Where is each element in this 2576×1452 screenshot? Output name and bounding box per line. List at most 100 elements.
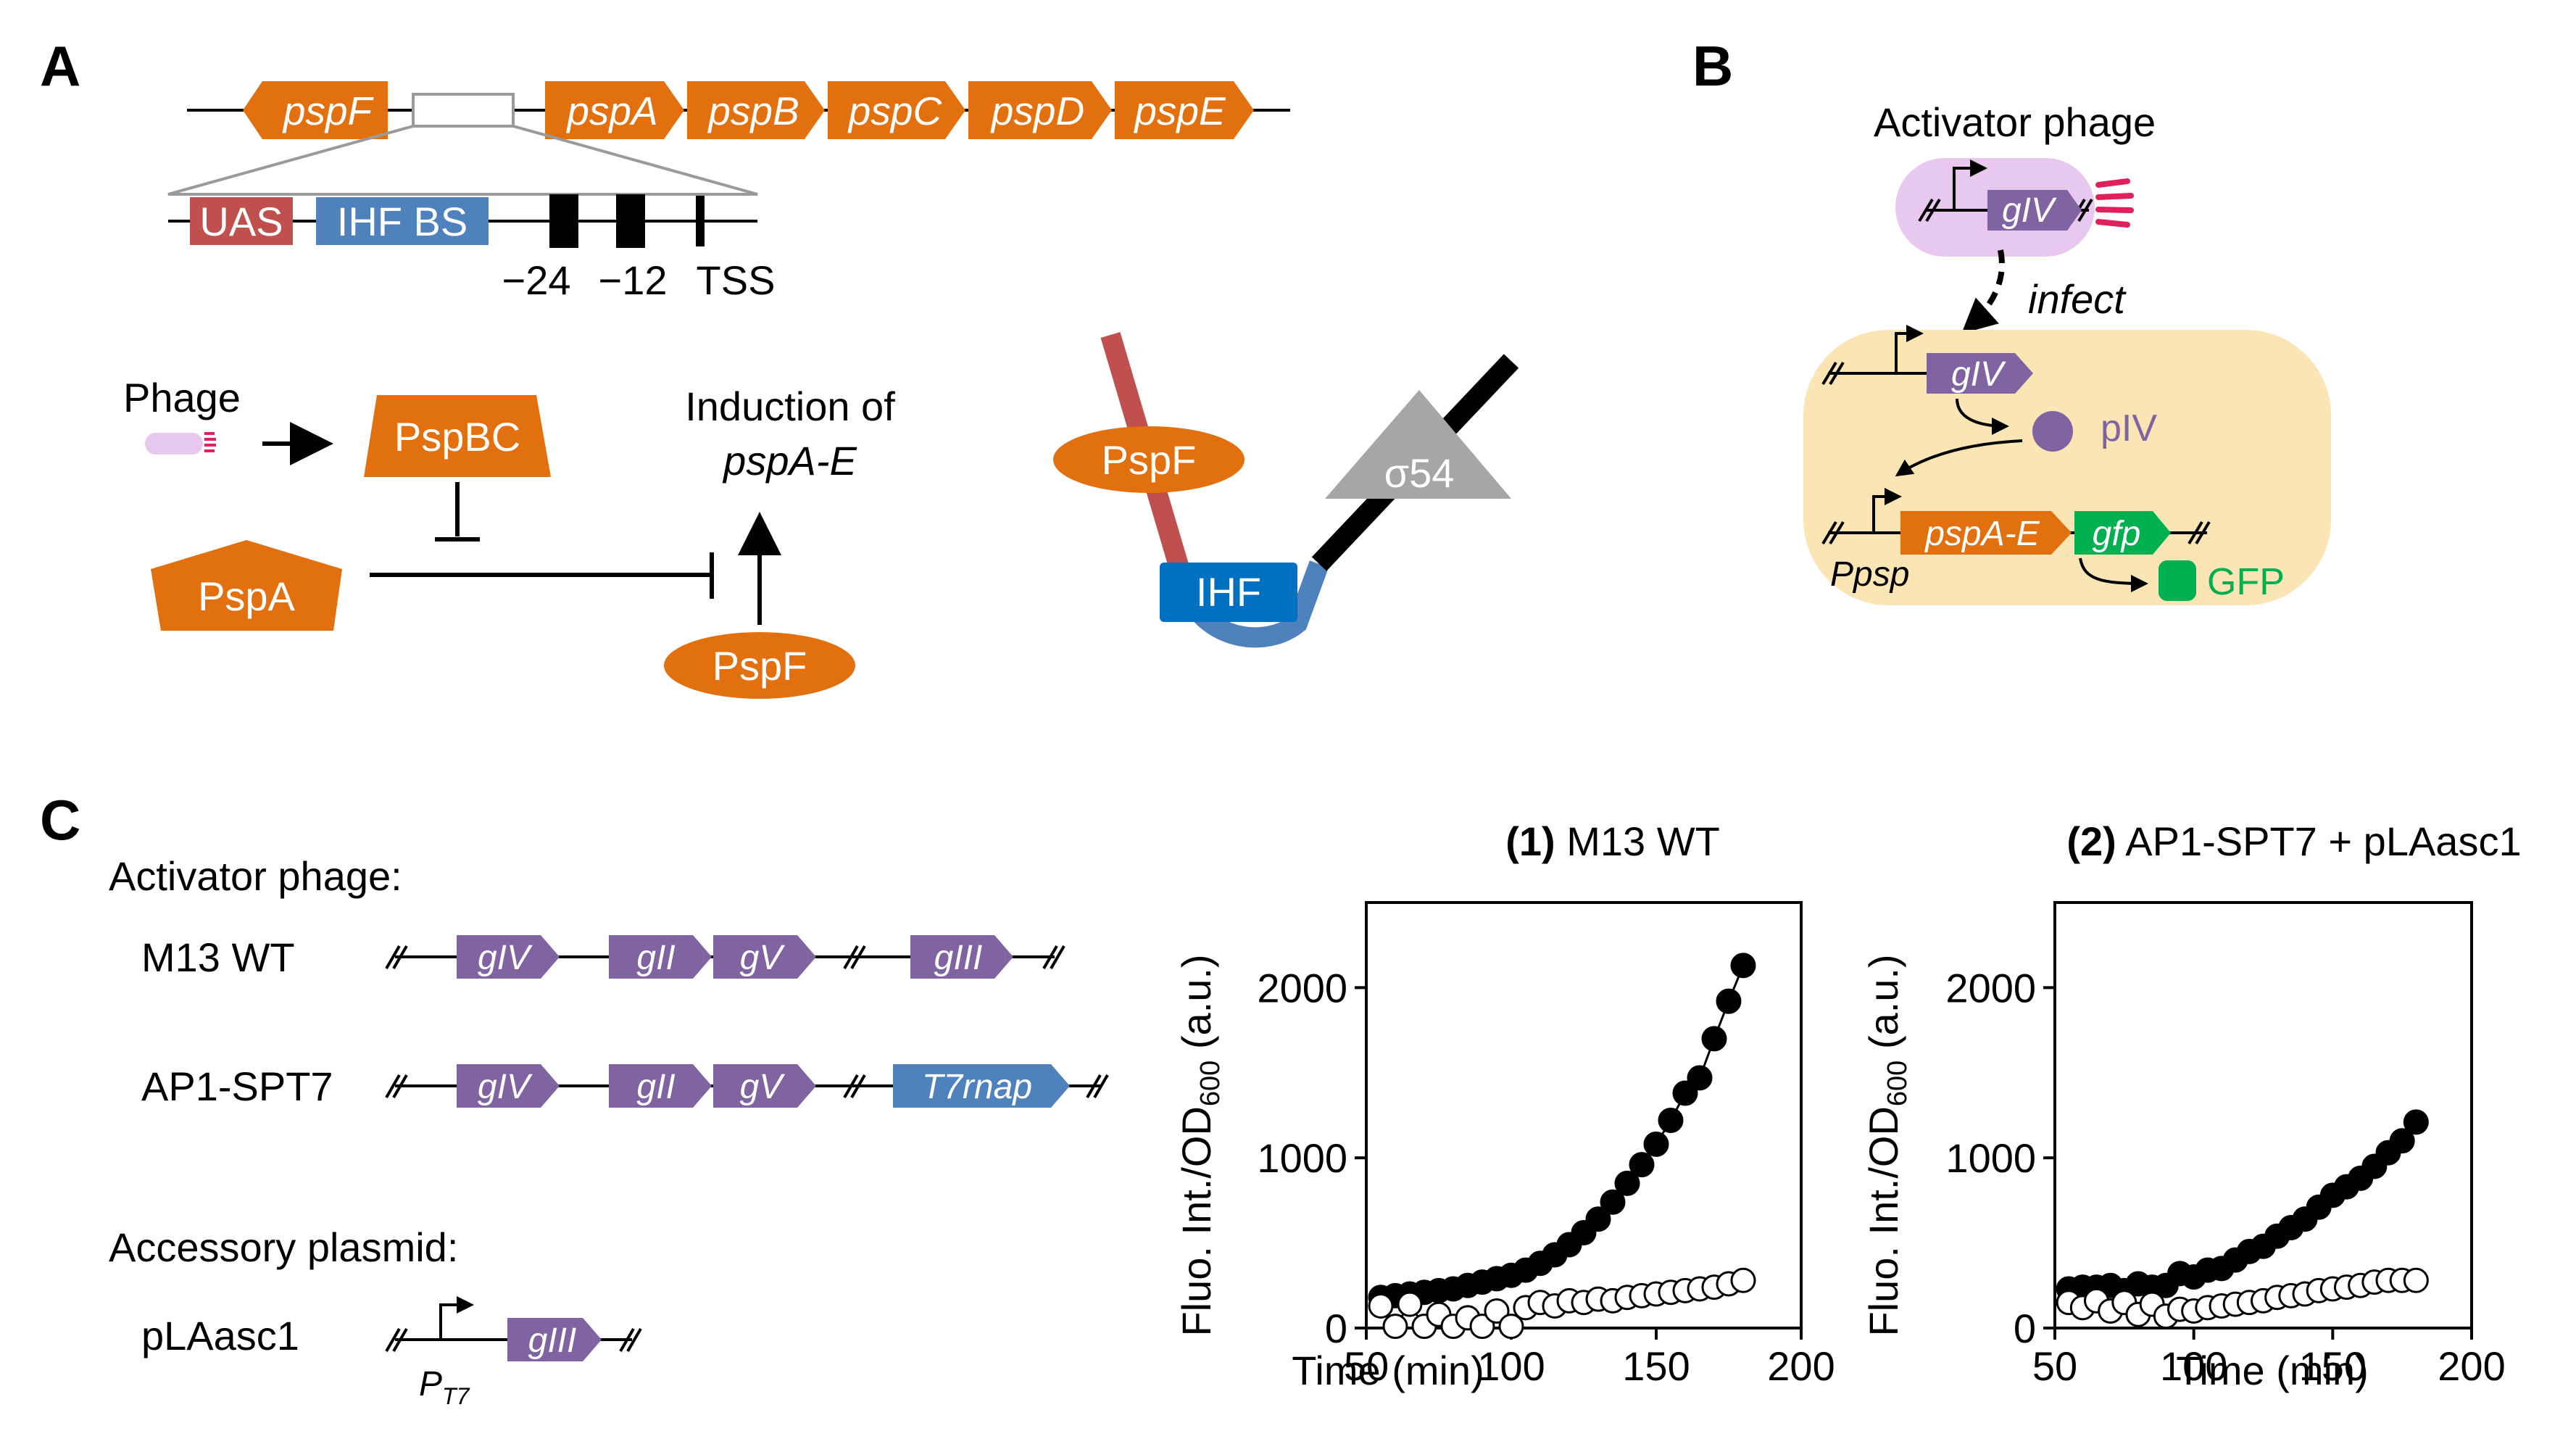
chart1-point-filled <box>1672 1080 1698 1106</box>
m13-construct: M13 WT gIV gII gV gIII <box>141 934 1065 980</box>
chart2-ytick-label: 0 <box>2014 1306 2036 1351</box>
svg-text:gV: gV <box>740 939 786 977</box>
chart1-ytick-label: 1000 <box>1257 1135 1347 1181</box>
svg-text:IHF: IHF <box>1196 569 1261 615</box>
chart2-ytick-label: 1000 <box>1945 1135 2036 1181</box>
m13-name: M13 WT <box>141 934 295 980</box>
chart1-point-open <box>1397 1291 1423 1317</box>
psp-operon: pspF pspA pspB pspC pspD pspE <box>187 81 1290 139</box>
label-minus12: −12 <box>599 257 668 303</box>
chart1-point-open <box>1484 1298 1510 1324</box>
chart1-point-filled <box>1629 1152 1655 1178</box>
chart-ap1-spt7: (2) AP1-SPT7 + pLAasc1 Time (min) Fluo. … <box>1861 818 2522 1393</box>
chart2-ytick-label: 2000 <box>1945 965 2036 1011</box>
chart1-xtick-label: 50 <box>1344 1343 1389 1389</box>
chart1-xtick-label: 200 <box>1767 1343 1835 1389</box>
chart1-ylabel: Fluo. Int./OD600 (a.u.) <box>1173 954 1226 1336</box>
svg-text:gIV: gIV <box>2002 191 2057 230</box>
minus24-box <box>549 194 578 248</box>
ihf-shape <box>1160 563 1297 622</box>
chart1-point-filled <box>1716 988 1742 1014</box>
sigma54-shape <box>1325 390 1511 499</box>
chart1-point-open <box>1498 1314 1524 1340</box>
svg-text:pspA-E: pspA-E <box>1924 515 2040 553</box>
chart2-plot-frame <box>2053 901 2473 1329</box>
svg-text:gII: gII <box>636 1068 675 1106</box>
chart1-ytick-label: 2000 <box>1257 965 1347 1011</box>
svg-text:PspA: PspA <box>198 573 295 619</box>
zoom-lines <box>167 125 758 196</box>
activator-phage-title: Activator phage <box>1874 99 2156 145</box>
chart1-point-filled <box>1600 1189 1626 1215</box>
svg-text:pspF: pspF <box>282 88 375 133</box>
chart1-point-open <box>1382 1314 1408 1340</box>
phage-label: Phage <box>123 375 241 420</box>
panel-b-label: B <box>1692 34 1733 98</box>
complex-pspf-shape <box>1053 426 1245 493</box>
minus12-box <box>616 194 645 248</box>
chart1-xtick-label: 150 <box>1622 1343 1690 1389</box>
gene-pspc: pspC <box>828 81 965 139</box>
gene-pspe: pspE <box>1115 81 1254 139</box>
chart-m13-wt: (1) M13 WT Time (min) Fluo. Int./OD600 (… <box>1173 818 1835 1393</box>
dna-loop-complex: σ54 PspF IHF <box>1053 332 1519 648</box>
panel-a-label: A <box>40 34 80 98</box>
pspbc-shape <box>364 395 551 477</box>
chart2-xtick-label: 50 <box>2032 1343 2077 1389</box>
accessory-heading: Accessory plasmid: <box>109 1224 458 1270</box>
ap1-construct: AP1-SPT7 gIV gII gV T7rnap <box>141 1063 1109 1109</box>
induction-line1: Induction of <box>685 383 895 429</box>
svg-text:UAS: UAS <box>199 199 283 244</box>
svg-text:gIV: gIV <box>1951 355 2006 394</box>
svg-text:T7rnap: T7rnap <box>922 1068 1032 1106</box>
gene-pspa: pspA <box>545 81 684 139</box>
svg-text:gII: gII <box>636 939 675 977</box>
chart1-point-filled <box>1643 1131 1669 1157</box>
svg-text:pspE: pspE <box>1133 88 1226 133</box>
chart2-point-filled <box>2403 1109 2429 1135</box>
activator-heading: Activator phage: <box>109 853 402 899</box>
label-tss: TSS <box>697 257 776 303</box>
chart1-title: (1) M13 WT <box>1505 818 1720 864</box>
chart1-point-filled <box>1701 1026 1727 1052</box>
svg-text:gIV: gIV <box>478 939 533 977</box>
chart2-xlabel: Time (min) <box>2176 1348 2368 1393</box>
plaasc1-construct: pLAasc1 gIII PT7 <box>141 1296 642 1409</box>
gene-pspf: pspF <box>243 81 388 139</box>
svg-text:PspBC: PspBC <box>394 414 520 460</box>
svg-text:gfp: gfp <box>2093 515 2141 553</box>
svg-text:gIII: gIII <box>528 1322 577 1360</box>
uas-box <box>190 197 293 245</box>
pspf-shape <box>664 632 855 699</box>
svg-text:PspF: PspF <box>712 643 807 689</box>
induction-line2: pspA-E <box>722 438 857 484</box>
pt7-label: PT7 <box>419 1365 470 1409</box>
chart2-xtick-label: 200 <box>2438 1343 2505 1389</box>
chart1-xlabel: Time (min) <box>1292 1348 1484 1393</box>
chart2-point-open <box>2403 1267 2429 1293</box>
phage-icon <box>145 432 216 455</box>
chart1-xtick-label: 100 <box>1477 1343 1545 1389</box>
svg-text:PspF: PspF <box>1102 437 1197 483</box>
ppsp-label: Ppsp <box>1830 555 1909 594</box>
svg-text:σ54: σ54 <box>1384 450 1455 496</box>
host-cell: gIV pIV pspA-E gfp Ppsp GFP <box>1803 325 2331 605</box>
ihf-bs-box <box>316 197 489 245</box>
infect-arrow <box>1961 249 2005 334</box>
plasmid-name: pLAasc1 <box>141 1313 299 1358</box>
chart2-point-filled <box>2389 1128 2415 1154</box>
svg-text:gIII: gIII <box>934 939 983 977</box>
gfp-label: GFP <box>2207 561 2285 603</box>
chart1-point-open <box>1730 1267 1756 1293</box>
svg-text:pspD: pspD <box>990 88 1084 133</box>
svg-text:gIV: gIV <box>478 1068 533 1106</box>
chart1-point-filled <box>1730 953 1756 979</box>
svg-text:gV: gV <box>740 1068 786 1106</box>
piv-label: pIV <box>2101 407 2157 449</box>
chart1-point-filled <box>1585 1206 1611 1232</box>
chart1-ytick-label: 0 <box>1325 1306 1347 1351</box>
gene-pspd: pspD <box>968 81 1112 139</box>
panel-c-label: C <box>40 788 80 852</box>
pspa-shape <box>151 540 342 631</box>
